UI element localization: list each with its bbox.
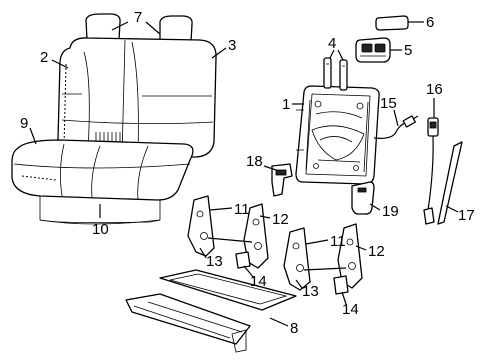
callout-11-left: 11	[234, 201, 250, 218]
latch-strap	[423, 117, 439, 225]
callout-15: 15	[380, 95, 397, 112]
callout-11-right: 11	[330, 233, 346, 250]
seat-back-frame	[295, 85, 380, 185]
callout-13-left-label: 13	[206, 253, 223, 270]
callout-7: 7	[134, 9, 142, 26]
callout-18: 18	[246, 153, 263, 170]
callout-5: 5	[404, 42, 412, 59]
seat-assembly	[11, 13, 217, 225]
bracket-19	[351, 181, 375, 215]
headrest-guides	[323, 57, 348, 91]
release-cable	[373, 115, 419, 139]
callout-19: 19	[382, 203, 399, 220]
support-rod	[437, 141, 463, 225]
callout-6: 6	[426, 14, 434, 31]
callout-labels: 7 2 3 9 10 1 4 5 6 15 16 17 18 19 11 11 …	[20, 9, 475, 337]
switch-module	[355, 37, 391, 63]
bezel	[375, 15, 409, 31]
hinge-set-right	[283, 223, 363, 295]
callout-12-right: 12	[368, 243, 385, 260]
callout-8: 8	[290, 320, 298, 337]
callout-10: 10	[92, 221, 109, 238]
callout-12-left: 12	[272, 211, 289, 228]
callout-2: 2	[40, 49, 48, 66]
seat-back	[57, 37, 217, 158]
callout-14-right: 14	[342, 301, 359, 318]
callout-4: 4	[328, 35, 336, 52]
floor-panel	[125, 269, 297, 353]
callout-13-right: 13	[302, 283, 319, 300]
callout-1: 1	[282, 96, 290, 113]
callout-17: 17	[458, 207, 475, 224]
callout-9: 9	[20, 115, 28, 132]
callout-16: 16	[426, 81, 443, 98]
bracket-18	[271, 163, 293, 197]
callout-14-left: 14	[250, 273, 267, 290]
hinge-set-left	[187, 195, 269, 269]
headrest-left	[85, 13, 121, 41]
callout-3: 3	[228, 37, 236, 54]
leader-lines	[29, 21, 459, 327]
seat-cushion	[11, 139, 194, 201]
headrest-right	[159, 15, 193, 43]
